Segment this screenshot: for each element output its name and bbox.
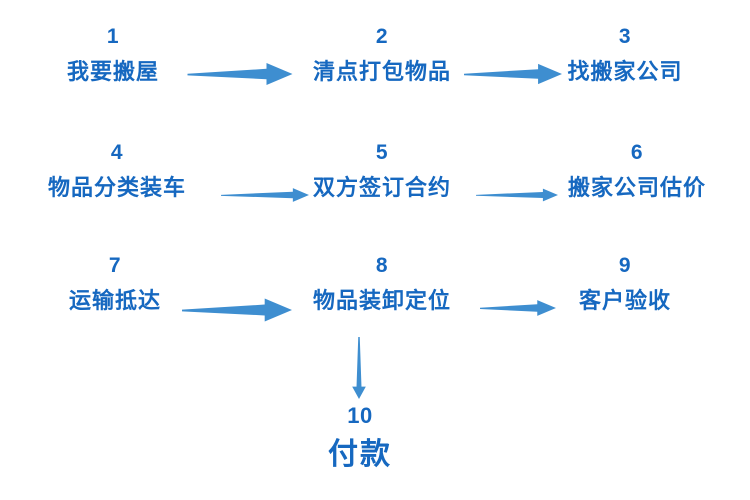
arrow-step8-to-step10	[349, 337, 369, 399]
step-node-1[interactable]: 1 我要搬屋	[67, 26, 159, 83]
step-label: 我要搬屋	[66, 59, 160, 84]
step-node-3[interactable]: 3 找搬家公司	[567, 26, 682, 83]
step-number: 6	[630, 141, 644, 164]
step-number: 7	[108, 254, 122, 277]
step-node-9[interactable]: 9 客户验收	[579, 255, 671, 312]
step-label: 物品装卸定位	[312, 288, 452, 313]
step-number: 9	[618, 254, 632, 277]
step-node-7[interactable]: 7 运输抵达	[69, 255, 161, 312]
step-number: 10	[347, 403, 373, 428]
step-number: 5	[375, 141, 389, 164]
step-number: 2	[375, 25, 389, 48]
step-node-2[interactable]: 2 清点打包物品	[313, 26, 451, 83]
step-label: 双方签订合约	[312, 175, 452, 200]
step-node-4[interactable]: 4 物品分类装车	[48, 142, 186, 199]
step-label: 客户验收	[578, 288, 672, 313]
step-label: 搬家公司估价	[567, 175, 707, 200]
step-label: 付款	[328, 438, 392, 471]
step-label: 运输抵达	[68, 288, 162, 313]
arrow-step5-to-step6	[476, 186, 558, 205]
step-number: 4	[110, 141, 124, 164]
arrow-step2-to-step3	[464, 61, 562, 87]
step-label: 物品分类装车	[47, 175, 187, 200]
step-number: 3	[618, 25, 632, 48]
step-label: 清点打包物品	[312, 59, 452, 84]
arrow-step8-to-step9	[480, 297, 556, 319]
step-node-8[interactable]: 8 物品装卸定位	[313, 255, 451, 312]
step-node-6[interactable]: 6 搬家公司估价	[568, 142, 706, 199]
step-node-10[interactable]: 10 付款	[328, 405, 392, 470]
step-node-5[interactable]: 5 双方签订合约	[313, 142, 451, 199]
step-label: 找搬家公司	[567, 59, 683, 84]
step-number: 1	[106, 25, 120, 48]
arrow-step4-to-step5	[221, 185, 309, 205]
arrow-step7-to-step8	[182, 295, 292, 324]
step-number: 8	[375, 254, 389, 277]
arrow-step1-to-step2	[187, 60, 293, 88]
